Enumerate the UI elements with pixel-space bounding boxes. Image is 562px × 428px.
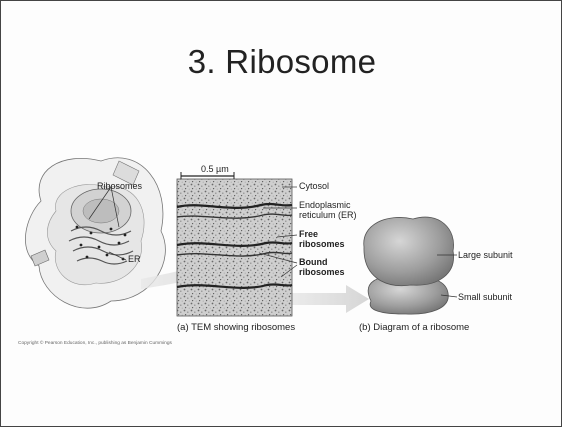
large-subunit-shape	[364, 217, 454, 286]
free-ribosomes-label: Free ribosomes	[299, 229, 345, 249]
free-label-line2: ribosomes	[299, 239, 345, 249]
er-full-label: Endoplasmic reticulum (ER)	[299, 200, 357, 220]
tem-caption: (a) TEM showing ribosomes	[177, 322, 295, 333]
ribosomes-label: Ribosomes	[97, 181, 142, 191]
tem-micrograph	[177, 179, 292, 316]
er-label-line2: reticulum (ER)	[299, 210, 357, 220]
bound-ribosomes-label: Bound ribosomes	[299, 257, 345, 277]
er-label-line1: Endoplasmic	[299, 200, 357, 210]
scale-label: 0.5 µm	[201, 164, 229, 174]
diagram-caption: (b) Diagram of a ribosome	[359, 322, 469, 333]
cytosol-label: Cytosol	[299, 181, 329, 191]
small-subunit-label: Small subunit	[458, 292, 512, 302]
bound-label-line2: ribosomes	[299, 267, 345, 277]
large-subunit-label: Large subunit	[458, 250, 513, 260]
arrow-to-diagram	[291, 285, 369, 313]
ribosome-diagram	[364, 217, 454, 314]
copyright-text: Copyright © Pearson Education, Inc., pub…	[18, 341, 172, 346]
bound-label-line1: Bound	[299, 257, 345, 267]
er-label: ER	[128, 254, 141, 264]
free-label-line1: Free	[299, 229, 345, 239]
